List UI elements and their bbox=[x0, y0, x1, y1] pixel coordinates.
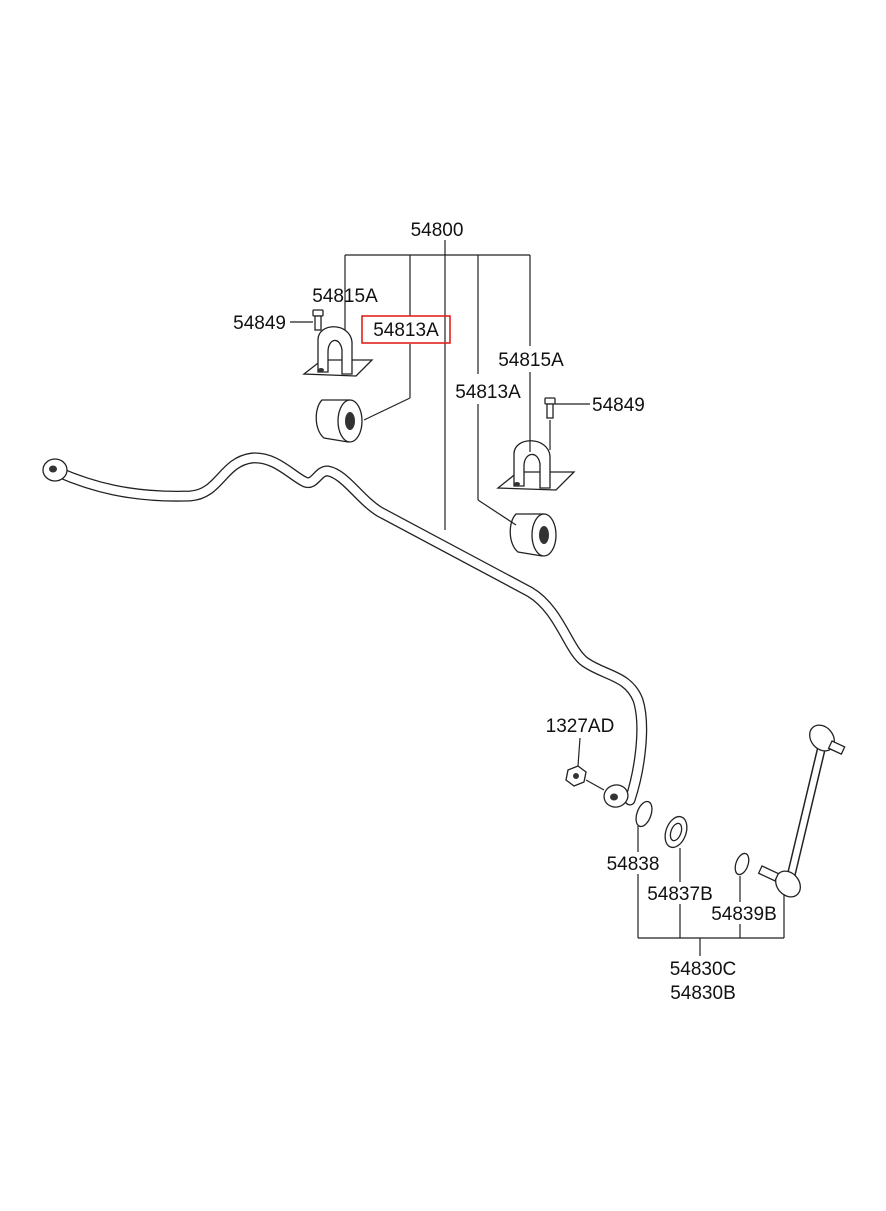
bushing-left bbox=[315, 399, 363, 443]
label-bracket-right[interactable]: 54815A bbox=[498, 350, 564, 371]
label-link-c[interactable]: 54830C bbox=[670, 959, 737, 980]
bush-54837B bbox=[664, 815, 688, 849]
bracket-right bbox=[496, 440, 576, 491]
label-bolt-right[interactable]: 54849 bbox=[592, 395, 645, 416]
clip-54839B bbox=[734, 852, 750, 876]
nut-icon bbox=[565, 765, 587, 787]
bracket-left bbox=[302, 326, 374, 377]
bushing-right bbox=[509, 513, 557, 557]
label-link-b[interactable]: 54830B bbox=[670, 983, 736, 1004]
label-bushing-left-highlighted[interactable]: 54813A bbox=[373, 320, 439, 341]
leader-lines bbox=[290, 240, 785, 956]
label-bracket-left[interactable]: 54815A bbox=[312, 286, 378, 307]
bar-end-eye bbox=[42, 458, 68, 482]
stabilizer-bar bbox=[42, 452, 648, 808]
stabilizer-link bbox=[757, 724, 846, 898]
label-clip[interactable]: 54839B bbox=[711, 904, 777, 925]
bolt-right-icon bbox=[544, 397, 556, 419]
label-ring[interactable]: 54838 bbox=[607, 854, 660, 875]
label-assembly[interactable]: 54800 bbox=[411, 220, 464, 241]
bar-end-eye-right bbox=[603, 784, 629, 808]
label-bolt-left[interactable]: 54849 bbox=[233, 313, 286, 334]
highlight-box bbox=[361, 315, 451, 344]
label-nut[interactable]: 1327AD bbox=[546, 716, 615, 737]
ring-54838 bbox=[635, 800, 653, 828]
label-bush[interactable]: 54837B bbox=[647, 884, 713, 905]
label-bushing-right[interactable]: 54813A bbox=[455, 382, 521, 403]
bolt-left-icon bbox=[312, 309, 324, 331]
